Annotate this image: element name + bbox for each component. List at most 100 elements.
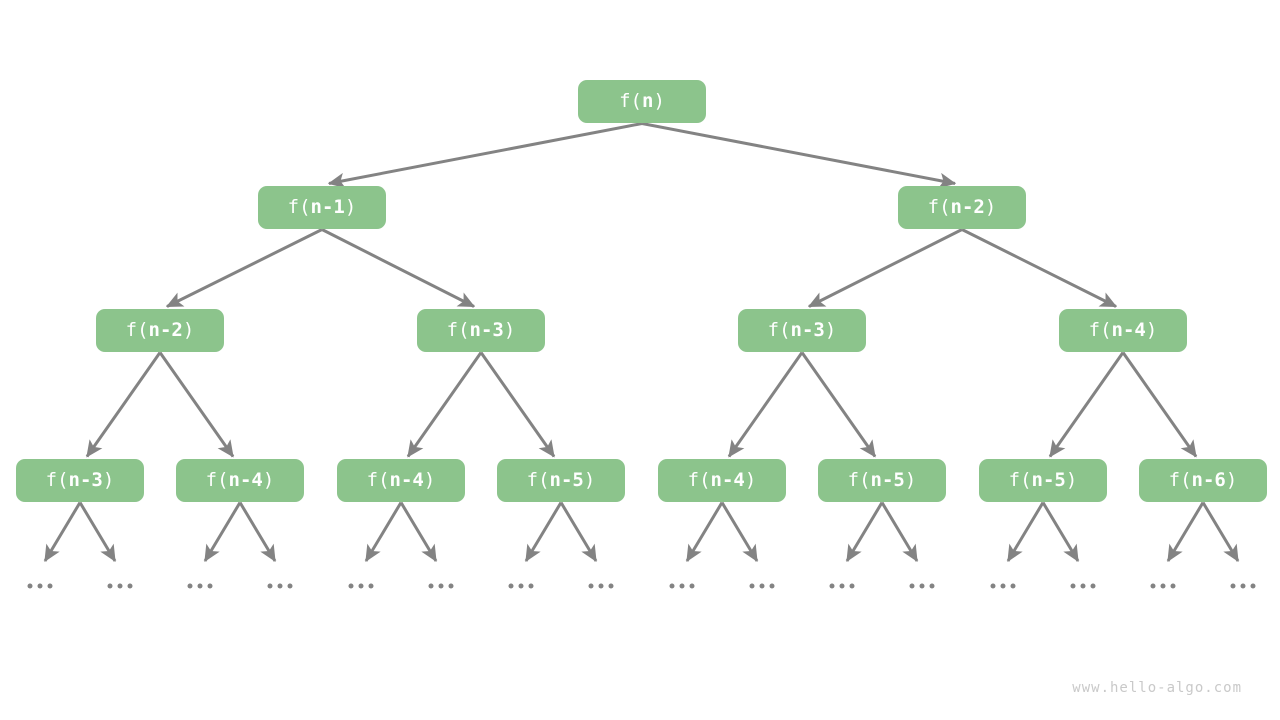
ellipsis-dot xyxy=(829,583,835,589)
node-label-prefix: f( xyxy=(927,196,951,218)
edge-11-ellipsis-left xyxy=(685,501,724,563)
node-label-prefix: f( xyxy=(125,319,149,341)
ellipsis-dot xyxy=(277,583,283,589)
edge-14-ellipsis-left xyxy=(1166,501,1205,563)
ellipsis-dot xyxy=(749,583,755,589)
tree-node-4: f(n-3) xyxy=(417,308,545,352)
ellipsis-dot xyxy=(1000,583,1006,589)
edge-1-4 xyxy=(321,228,476,308)
ellipsis-dot xyxy=(508,583,514,589)
ellipsis-dot xyxy=(689,583,695,589)
tree-node-13: f(n-5) xyxy=(979,458,1107,502)
node-label-inner: n-2 xyxy=(950,196,985,218)
ellipsis-dot xyxy=(1150,583,1156,589)
node-label-inner: n-3 xyxy=(469,319,504,341)
ellipsis-11-left xyxy=(669,583,695,589)
node-label-suffix: ) xyxy=(984,196,997,218)
edge-0-1 xyxy=(327,122,643,189)
ellipsis-dot xyxy=(588,583,594,589)
edge-10-ellipsis-right xyxy=(559,501,598,563)
edge-6-14 xyxy=(1121,351,1198,458)
ellipsis-dot xyxy=(679,583,685,589)
ellipsis-dot xyxy=(528,583,534,589)
node-label-suffix: ) xyxy=(182,319,195,341)
ellipsis-dot xyxy=(1160,583,1166,589)
node-label-inner: n-5 xyxy=(1031,469,1066,491)
ellipsis-dot xyxy=(187,583,193,589)
ellipsis-dot xyxy=(127,583,133,589)
node-label-inner: n-1 xyxy=(310,196,345,218)
ellipsis-dot xyxy=(1070,583,1076,589)
ellipsis-dot xyxy=(107,583,113,589)
ellipsis-dot xyxy=(759,583,765,589)
edge-0-2 xyxy=(641,122,957,189)
ellipsis-dot xyxy=(1010,583,1016,589)
tree-node-0: f(n) xyxy=(578,79,706,123)
edge-8-ellipsis-right xyxy=(238,501,277,563)
edge-12-ellipsis-left xyxy=(845,501,884,563)
ellipsis-dot xyxy=(358,583,364,589)
edge-8-ellipsis-left xyxy=(203,501,242,563)
node-label-suffix: ) xyxy=(503,319,516,341)
tree-node-3: f(n-2) xyxy=(96,308,224,352)
node-label-prefix: f( xyxy=(687,469,711,491)
edge-7-ellipsis-right xyxy=(78,501,117,563)
edge-9-ellipsis-left xyxy=(364,501,403,563)
edge-2-5 xyxy=(807,228,963,308)
ellipsis-dot xyxy=(368,583,374,589)
node-label-suffix: ) xyxy=(653,90,665,112)
ellipsis-dot xyxy=(207,583,213,589)
ellipsis-7-right xyxy=(107,583,133,589)
tree-node-11: f(n-4) xyxy=(658,458,786,502)
node-label-inner: n-2 xyxy=(148,319,183,341)
node-label-inner: n-4 xyxy=(710,469,745,491)
ellipsis-dot xyxy=(518,583,524,589)
node-label-inner: n-5 xyxy=(549,469,584,491)
ellipsis-dot xyxy=(909,583,915,589)
node-label-inner: n-4 xyxy=(1111,319,1146,341)
edge-6-13 xyxy=(1048,351,1125,458)
ellipsis-8-left xyxy=(187,583,213,589)
node-label-prefix: f( xyxy=(45,469,69,491)
node-label-suffix: ) xyxy=(583,469,596,491)
ellipsis-dot xyxy=(1230,583,1236,589)
tree-node-12: f(n-5) xyxy=(818,458,946,502)
node-label-suffix: ) xyxy=(824,319,837,341)
node-label-prefix: f( xyxy=(1008,469,1032,491)
node-label-inner: n-4 xyxy=(389,469,424,491)
node-label-suffix: ) xyxy=(262,469,275,491)
ellipsis-12-left xyxy=(829,583,855,589)
edge-5-11 xyxy=(727,351,804,458)
tree-node-7: f(n-3) xyxy=(16,458,144,502)
ellipsis-dot xyxy=(1240,583,1246,589)
ellipsis-dot xyxy=(438,583,444,589)
edge-4-9 xyxy=(406,351,483,458)
edge-10-ellipsis-left xyxy=(524,501,563,563)
ellipsis-14-right xyxy=(1230,583,1256,589)
ellipsis-7-left xyxy=(27,583,53,589)
node-label-prefix: f( xyxy=(526,469,550,491)
node-label-suffix: ) xyxy=(904,469,917,491)
node-label-prefix: f( xyxy=(446,319,470,341)
edge-3-8 xyxy=(158,351,235,458)
ellipsis-dot xyxy=(448,583,454,589)
edge-7-ellipsis-left xyxy=(43,501,82,563)
ellipsis-dot xyxy=(929,583,935,589)
ellipsis-dot xyxy=(990,583,996,589)
tree-node-5: f(n-3) xyxy=(738,308,866,352)
ellipsis-dot xyxy=(267,583,273,589)
tree-node-2: f(n-2) xyxy=(898,185,1026,229)
node-label-suffix: ) xyxy=(102,469,115,491)
ellipsis-10-left xyxy=(508,583,534,589)
node-label-inner: n-3 xyxy=(68,469,103,491)
ellipsis-dot xyxy=(1250,583,1256,589)
ellipsis-dot xyxy=(348,583,354,589)
edge-3-7 xyxy=(85,351,162,458)
ellipsis-13-right xyxy=(1070,583,1096,589)
node-label-inner: n-5 xyxy=(870,469,905,491)
ellipsis-9-right xyxy=(428,583,454,589)
edge-13-ellipsis-right xyxy=(1041,501,1080,563)
ellipsis-13-left xyxy=(990,583,1016,589)
ellipsis-dot xyxy=(1170,583,1176,589)
edge-11-ellipsis-right xyxy=(720,501,759,563)
